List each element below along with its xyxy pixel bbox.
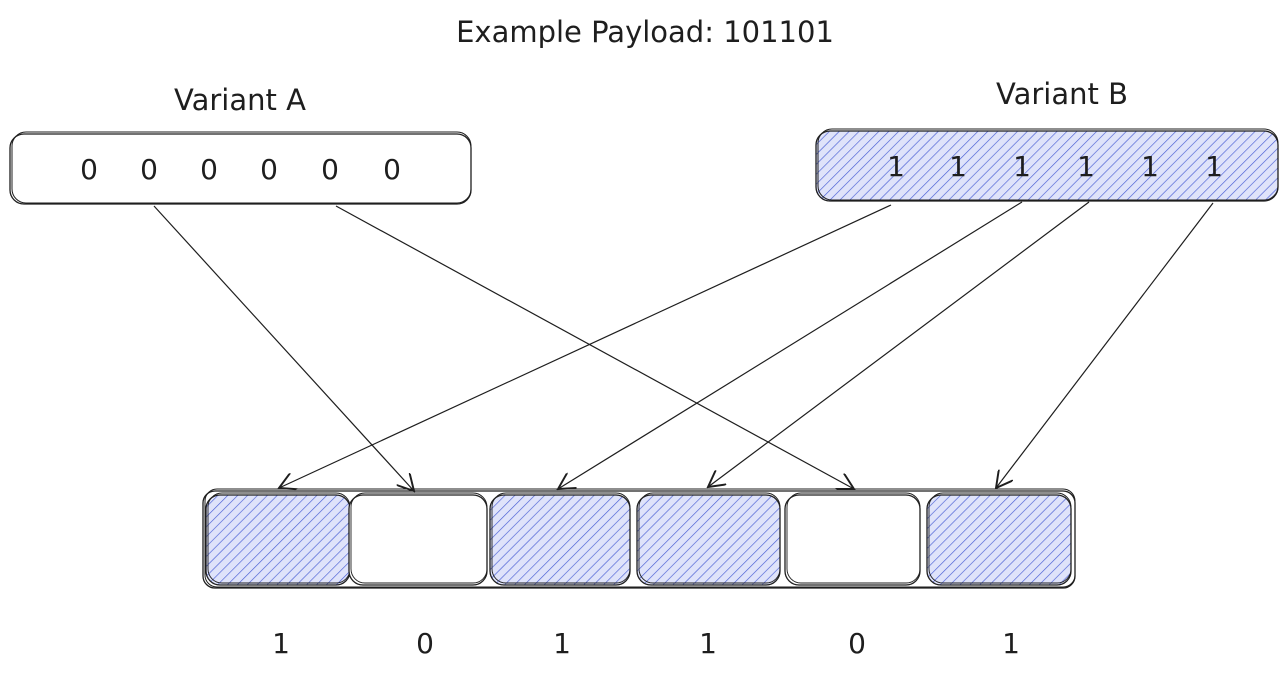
payload-cell-outline — [928, 492, 1072, 584]
payload-bit: 1 — [1002, 627, 1020, 660]
variant-a-bit: 0 — [200, 153, 218, 186]
variant-a-bit: 0 — [321, 153, 339, 186]
payload-bit: 1 — [272, 627, 290, 660]
payload-cell-empty — [784, 494, 921, 586]
payload-cell-outline — [786, 492, 921, 584]
mapping-arrows — [153, 201, 1214, 491]
variant-a-bit: 0 — [80, 153, 98, 186]
variant-a-bit: 0 — [140, 153, 158, 186]
payload-cell-outline — [350, 492, 488, 584]
variant-b-box — [815, 128, 1279, 202]
variant-a-bit: 0 — [260, 153, 278, 186]
variant-a-bit: 0 — [383, 153, 401, 186]
payload-cells — [205, 492, 1072, 586]
payload-container — [202, 488, 1076, 589]
payload-bits: 1 0 1 1 0 1 — [272, 627, 1020, 660]
variant-a-label: Variant A — [174, 83, 306, 117]
variant-b-bit: 1 — [887, 150, 905, 183]
payload-cell-filled — [636, 494, 781, 586]
variant-b-bit: 1 — [1013, 150, 1031, 183]
mapping-arrow — [153, 205, 414, 491]
variant-a-box — [9, 131, 472, 205]
payload-cell-filled — [489, 494, 631, 586]
payload-cell-filled — [205, 494, 351, 586]
mapping-arrow — [279, 204, 892, 488]
variant-b-bit: 1 — [1141, 150, 1159, 183]
mapping-arrow — [996, 202, 1214, 488]
variant-b-bit: 1 — [1205, 150, 1223, 183]
payload-cell-outline — [638, 492, 781, 584]
payload-bit: 0 — [416, 627, 434, 660]
mapping-arrow — [708, 201, 1090, 487]
payload-cell-outline — [491, 492, 631, 584]
mapping-arrow — [558, 201, 1023, 489]
payload-cell-empty — [348, 494, 488, 586]
variant-b-label: Variant B — [996, 77, 1128, 111]
variant-b-bit: 1 — [1077, 150, 1095, 183]
variant-b-bits: 1 1 1 1 1 1 — [887, 150, 1223, 183]
payload-cell-filled — [926, 494, 1072, 586]
variant-a-bits: 0 0 0 0 0 0 — [80, 153, 401, 186]
variant-b-bit: 1 — [949, 150, 967, 183]
mapping-arrow — [335, 205, 854, 489]
payload-bit: 1 — [553, 627, 571, 660]
payload-bit: 0 — [848, 627, 866, 660]
diagram-title: Example Payload: 101101 — [456, 15, 834, 49]
payload-bit: 1 — [699, 627, 717, 660]
